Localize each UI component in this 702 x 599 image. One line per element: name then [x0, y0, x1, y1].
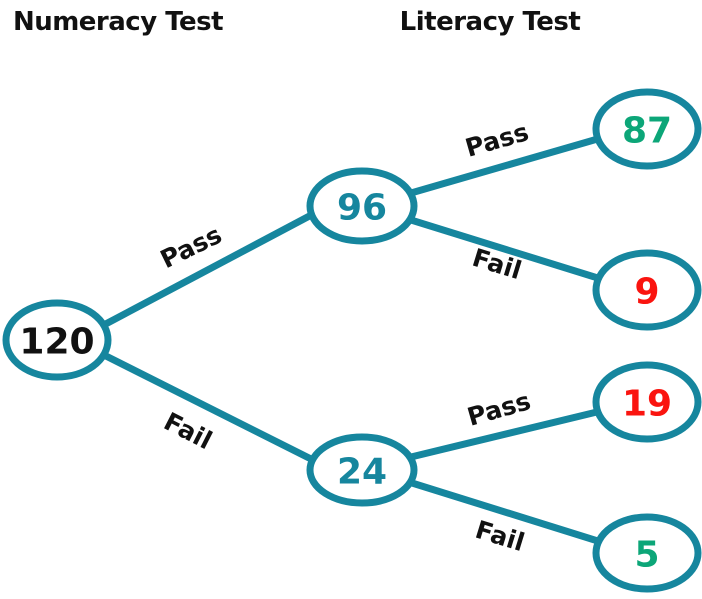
node-fail-pass-value: 19	[622, 384, 672, 425]
branch-line-root-fail	[98, 349, 319, 466]
branch-label-root-fail: Fail	[159, 407, 216, 455]
node-pass-ellipse	[306, 167, 418, 245]
branch-label-fail-pass: Pass	[464, 386, 534, 432]
branch-line-root-pass	[98, 208, 319, 331]
branch-line-pass-pass	[410, 134, 602, 197]
node-pass-fail-ellipse	[592, 249, 702, 331]
node-root-value: 120	[19, 322, 94, 363]
node-fail-pass-ellipse	[592, 361, 702, 443]
node-pass-pass-value: 87	[622, 111, 672, 152]
node-fail-fail-value: 5	[634, 535, 659, 576]
column-header-numeracy: Numeracy Test	[13, 7, 223, 37]
node-fail-value: 24	[337, 452, 387, 493]
branch-line-fail-fail	[410, 479, 603, 546]
branch-label-pass-pass: Pass	[462, 117, 532, 163]
node-pass-value: 96	[337, 188, 387, 229]
node-pass-fail-value: 9	[634, 272, 659, 313]
branch-line-fail-pass	[410, 407, 602, 461]
column-header-literacy: Literacy Test	[400, 7, 581, 37]
branch-line-pass-fail	[409, 216, 603, 283]
node-root-ellipse	[2, 299, 112, 381]
node-fail-ellipse	[306, 433, 418, 507]
node-pass-pass-ellipse	[592, 88, 702, 170]
node-fail-fail-ellipse	[592, 513, 702, 593]
branch-label-fail-fail: Fail	[472, 515, 528, 557]
